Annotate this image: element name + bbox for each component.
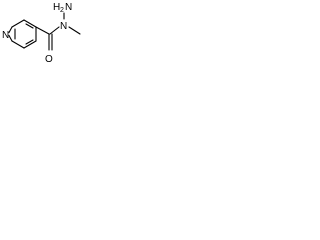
ring-double-bond-1 bbox=[25, 23, 34, 29]
ring-bond-1 bbox=[11, 19, 25, 28]
ring-nitrogen-label: N bbox=[2, 30, 9, 41]
amine-h-count: 2 bbox=[60, 7, 64, 14]
ring-bond-5 bbox=[11, 40, 25, 49]
amine-nitrogen-label: N bbox=[65, 2, 72, 13]
pyridine-ring bbox=[8, 19, 37, 49]
ring-bond-7 bbox=[8, 26, 13, 34]
hydrazide-nitrogen-label: N bbox=[60, 21, 67, 32]
amine-group-label: H 2 N bbox=[53, 2, 72, 14]
carbon-to-nitrogen-bond bbox=[49, 26, 60, 35]
ring-bond-4 bbox=[23, 40, 37, 49]
ring-double-bond-2 bbox=[25, 39, 34, 45]
ring-bond-6 bbox=[8, 34, 13, 42]
ring-bond-2 bbox=[23, 19, 37, 28]
amine-hydrogen-label: H bbox=[53, 2, 60, 13]
carbonyl-oxygen-label: O bbox=[45, 54, 53, 65]
ring-to-carbonyl-bond bbox=[35, 26, 50, 35]
structural-formula: N O N H 2 N bbox=[2, 2, 81, 65]
nitrogen-to-methyl-bond bbox=[68, 26, 81, 35]
